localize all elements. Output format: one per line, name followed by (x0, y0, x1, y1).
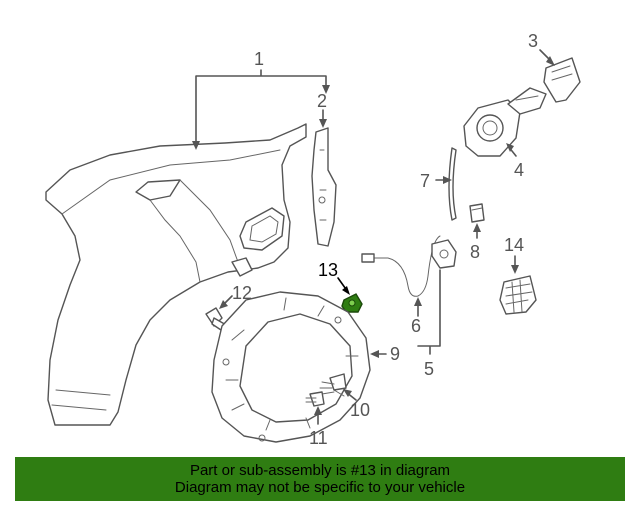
leader-9-arrow (370, 350, 379, 358)
fuel-housing-part[interactable] (463, 87, 547, 157)
callout-14[interactable]: 14 (504, 235, 524, 255)
release-cable-part[interactable] (361, 235, 441, 297)
quarter-panel-part[interactable] (45, 123, 307, 426)
leader-6-arrow (414, 297, 422, 306)
banner-line-1: Part or sub-assembly is #13 in diagram (189, 462, 451, 479)
callout-9[interactable]: 9 (390, 344, 400, 364)
banner-line-2: Diagram may not be specific to your vehi… (174, 479, 466, 496)
bracket-part[interactable] (311, 127, 337, 247)
leader-10-arrow (343, 389, 352, 397)
leader-13-arrow (342, 286, 350, 295)
drain-hose-part[interactable] (448, 147, 457, 221)
protector-part[interactable] (499, 275, 537, 315)
screw-part-10[interactable] (319, 373, 347, 395)
callout-7[interactable]: 7 (420, 171, 430, 191)
actuator-part[interactable] (431, 239, 457, 269)
callout-1[interactable]: 1 (254, 49, 264, 69)
leader-1-arrow (192, 141, 200, 150)
callout-13[interactable]: 13 (318, 260, 338, 280)
callout-5[interactable]: 5 (424, 359, 434, 379)
leader-12-arrow (219, 300, 228, 309)
wheelhouse-liner-part[interactable] (211, 291, 371, 443)
callout-4[interactable]: 4 (514, 160, 524, 180)
leader-14-arrow (511, 265, 519, 274)
leader-2-arrow (319, 119, 327, 128)
leader-7-arrow (443, 176, 452, 184)
highlighted-clip-part[interactable] (341, 293, 363, 313)
highlight-info-banner: Part or sub-assembly is #13 in diagram D… (15, 457, 625, 501)
leader-11-arrow (314, 406, 322, 415)
leader-4-arrow (506, 143, 514, 152)
callout-10[interactable]: 10 (350, 400, 370, 420)
callout-11[interactable]: 11 (309, 428, 328, 448)
callout-8[interactable]: 8 (470, 242, 480, 262)
callout-3[interactable]: 3 (528, 31, 538, 51)
leader-1 (195, 69, 327, 147)
fuel-door-part[interactable] (543, 57, 581, 103)
leader-5-6 (417, 269, 441, 355)
bolt-part-11[interactable] (305, 391, 325, 407)
leader-1-arrow-b (322, 85, 330, 94)
clip-part-8[interactable] (469, 203, 485, 223)
leader-8-arrow (473, 223, 481, 232)
callout-2[interactable]: 2 (317, 91, 327, 111)
leader-3-arrow (546, 56, 555, 66)
callout-6[interactable]: 6 (411, 316, 421, 336)
callout-12[interactable]: 12 (232, 283, 252, 303)
